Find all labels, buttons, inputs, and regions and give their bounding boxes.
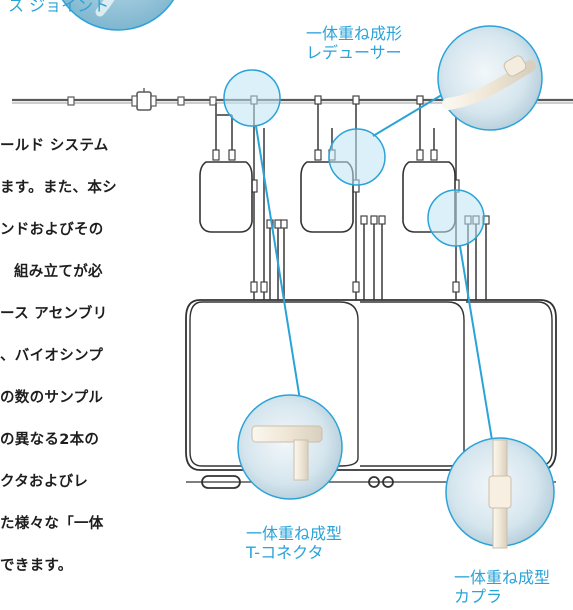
body-line: クタおよびレ [0,474,89,490]
body-line: できます。 [0,558,73,574]
body-line: の数のサンプル [0,390,104,406]
t-connector-photo-circle [237,394,343,500]
callout-leaders [255,89,493,441]
body-line: ールド システム [0,138,109,154]
reducer-label-line1: 一体重ね成形 [306,24,403,43]
body-line: ます。また、本シ [0,180,117,196]
reducer-photo-circle [437,25,543,131]
reducer-label-line2: レデューサー [306,43,402,62]
coupler-photo-circle [445,437,555,549]
coupler-label-line2: カプラ [454,587,503,606]
top-joint-label: ス ジョイント [8,0,110,15]
coupler-label: 一体重ね成型 カプラ [454,568,550,606]
t-connector-label-line1: 一体重ね成型 [246,524,343,543]
t-connector-label: 一体重ね成型 T-コネクタ [246,524,342,562]
body-line: た様々な「一体 [0,516,104,532]
highlight-circles [223,69,485,247]
body-line: ンドおよびその [0,222,104,238]
body-line: 、バイオシンプ [0,348,104,364]
t-connector-label-line2: T-コネクタ [246,543,324,562]
reducer-label: 一体重ね成形 レデューサー [306,24,402,62]
body-line: ース アセンブリ [0,306,108,322]
sample-bottles [199,161,456,233]
coupler-label-line1: 一体重ね成型 [454,568,551,587]
body-line: の異なる2本の [0,432,100,448]
joint-photo-circle [61,0,175,31]
body-line: 組み立てが必 [14,264,103,280]
